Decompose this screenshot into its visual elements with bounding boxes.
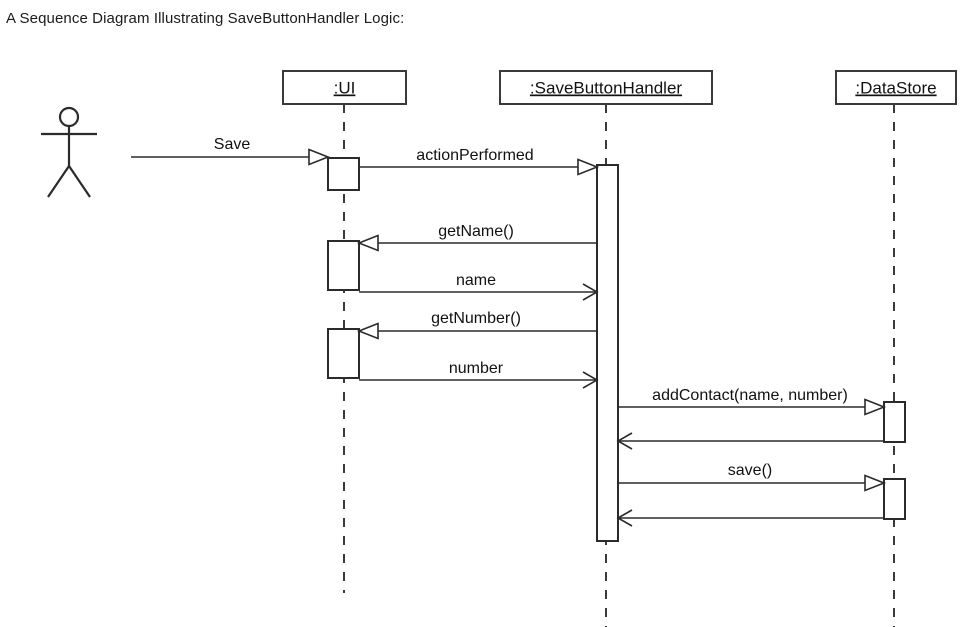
lifeline-data-store-box[interactable] xyxy=(835,70,957,105)
message-add-contact-arrowhead xyxy=(864,398,887,416)
message-get-name-label: getName() xyxy=(438,223,514,240)
lifeline-save-button-handler-box[interactable] xyxy=(499,70,713,105)
message-save-arrowhead xyxy=(308,148,331,166)
lifeline-data-store-label: :DataStore xyxy=(855,79,936,98)
activation-store-2 xyxy=(883,478,906,520)
message-add-contact-label: addContact(name, number) xyxy=(652,387,848,404)
actor-leg-left xyxy=(47,165,70,198)
user-actor xyxy=(41,106,97,198)
message-get-name-arrowhead xyxy=(356,234,379,252)
page-title: A Sequence Diagram Illustrating SaveButt… xyxy=(6,10,405,27)
message-number-return-label: number xyxy=(449,360,504,377)
actor-head-icon xyxy=(58,106,80,128)
messages-group: Save actionPerformed getName() name getNumbe… xyxy=(131,136,887,527)
message-action-performed-arrowhead xyxy=(577,158,600,176)
message-save-call-label: save() xyxy=(728,462,772,479)
message-save-call-arrowhead xyxy=(864,474,887,492)
message-action-performed-label: actionPerformed xyxy=(416,147,533,164)
message-add-contact-return-arrowhead xyxy=(616,432,633,450)
message-number-return-arrowhead xyxy=(582,371,599,389)
message-save-return-arrowhead xyxy=(616,509,633,527)
lifeline-ui-label: :UI xyxy=(334,79,356,98)
message-name-return-label: name xyxy=(456,272,496,289)
lifeline-ui-box[interactable] xyxy=(282,70,407,105)
lifeline-save-button-handler-label: :SaveButtonHandler xyxy=(530,79,682,98)
message-save-label: Save xyxy=(214,136,251,153)
lifelines-group: :UI :SaveButtonHandler :DataStore xyxy=(282,70,957,627)
message-get-number-label: getNumber() xyxy=(431,310,521,327)
activation-ui-2 xyxy=(327,240,360,291)
activations-group xyxy=(327,157,906,542)
activation-store-1 xyxy=(883,401,906,443)
actor-leg-right xyxy=(68,165,91,198)
activation-handler-1 xyxy=(596,164,619,542)
activation-ui-3 xyxy=(327,328,360,379)
message-name-return-arrowhead xyxy=(582,283,599,301)
activation-ui-1 xyxy=(327,157,360,191)
message-get-number-arrowhead xyxy=(356,322,379,340)
